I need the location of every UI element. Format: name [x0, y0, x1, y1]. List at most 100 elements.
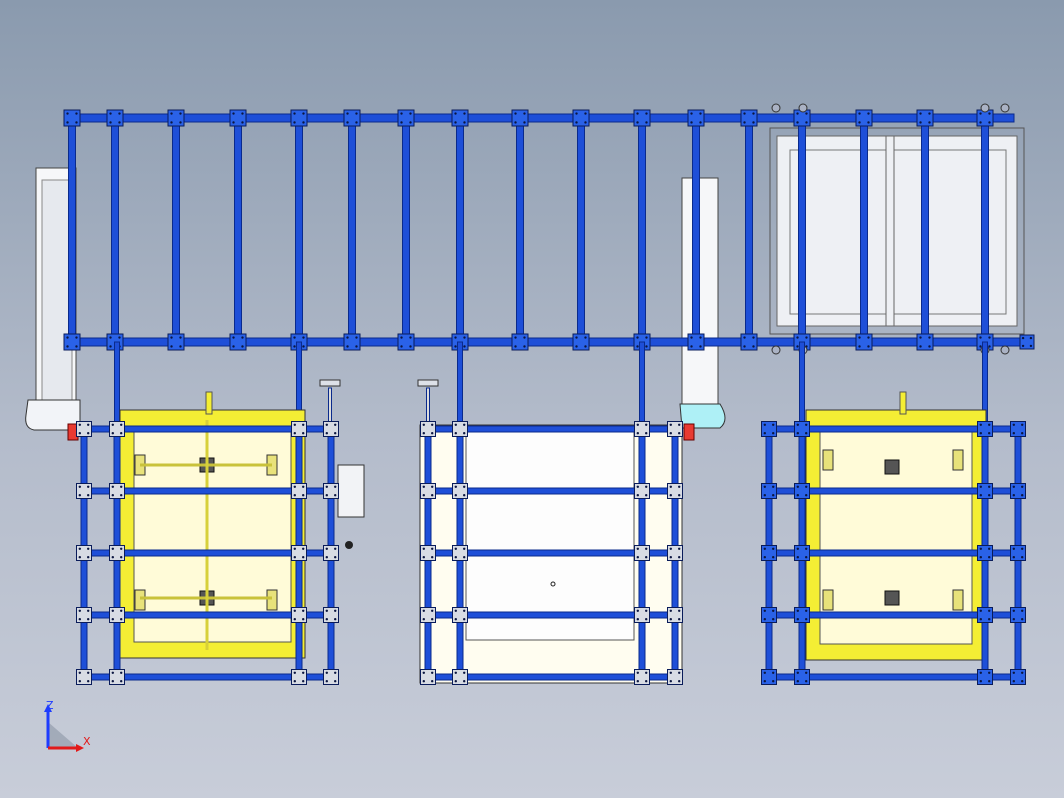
cross-member: [172, 117, 180, 343]
bolt-hole: [170, 336, 173, 339]
cross-member: [692, 117, 700, 343]
top-node: [229, 109, 247, 127]
bolt-hole: [302, 671, 305, 674]
bolt-hole: [928, 336, 931, 339]
bolt-hole: [669, 556, 672, 559]
bolt-hole: [743, 112, 746, 115]
cross-member: [402, 117, 410, 343]
bolt-hole: [232, 112, 235, 115]
module-node: [109, 607, 125, 623]
bolt-hole: [78, 609, 82, 612]
bolt-hole: [772, 494, 775, 497]
motor-box: [337, 464, 365, 518]
bolt-hole: [422, 680, 425, 683]
bolt-hole: [979, 547, 982, 550]
bolt-hole: [979, 485, 982, 488]
bolt-hole: [805, 485, 808, 488]
bolt-hole: [334, 432, 337, 435]
bolt-hole: [678, 432, 681, 435]
roller-wheel: [771, 345, 781, 355]
cross-member: [111, 117, 119, 343]
module-node: [452, 607, 468, 623]
bolt-hole: [1021, 485, 1024, 488]
bolt-hole: [763, 556, 766, 559]
cross-member: [456, 117, 464, 343]
module-node: [291, 421, 307, 437]
bolt-hole: [523, 121, 526, 124]
bolt-hole: [454, 547, 457, 550]
top-node: [633, 109, 651, 127]
bolt-hole: [645, 345, 648, 348]
top-node: [167, 109, 185, 127]
bolt-hole: [988, 345, 991, 348]
bolt-hole: [355, 345, 358, 348]
bolt-hole: [454, 345, 457, 348]
module-node: [452, 483, 468, 499]
bolt-hole: [678, 494, 681, 497]
bolt-hole: [87, 618, 90, 621]
bolt-hole: [241, 336, 244, 339]
bolt-hole: [400, 345, 403, 348]
bolt-hole: [334, 671, 337, 674]
bolt-hole: [302, 547, 305, 550]
bolt-hole: [302, 423, 305, 426]
bolt-hole: [988, 556, 991, 559]
bolt-hole: [334, 485, 337, 488]
bolt-hole: [772, 680, 775, 683]
bolt-hole: [763, 609, 766, 612]
top-rail-lower: [63, 337, 1035, 347]
module-node: [452, 545, 468, 561]
module-node: [761, 483, 777, 499]
bolt-hole: [293, 609, 296, 612]
bolt-hole: [523, 345, 526, 348]
top-node: [63, 333, 81, 351]
bolt-hole: [109, 336, 112, 339]
bolt-hole: [979, 618, 982, 621]
module-node: [323, 545, 339, 561]
bolt-hole: [293, 336, 296, 339]
bolt-hole: [523, 112, 526, 115]
bolt-hole: [241, 112, 244, 115]
bolt-hole: [346, 112, 349, 115]
top-node: [740, 333, 758, 351]
bolt-hole: [645, 112, 648, 115]
bolt-hole: [988, 423, 991, 426]
bolt-hole: [1029, 336, 1033, 340]
module-node: [452, 669, 468, 685]
axis-triad: [44, 704, 84, 752]
knob: [345, 541, 353, 549]
hanger-post: [457, 341, 463, 426]
bolt-hole: [772, 547, 775, 550]
grey-tray: [776, 135, 1018, 327]
bolt-hole: [78, 432, 82, 435]
bolt-hole: [454, 680, 457, 683]
bolt-hole: [179, 345, 182, 348]
bolt-hole: [120, 494, 123, 497]
bolt-hole: [1012, 556, 1015, 559]
bolt-hole: [805, 609, 808, 612]
bolt-hole: [514, 336, 517, 339]
bolt-hole: [805, 618, 808, 621]
top-node: [343, 109, 361, 127]
cross-member: [745, 117, 753, 343]
bolt-hole: [699, 336, 702, 339]
top-node: [511, 109, 529, 127]
bolt-hole: [463, 556, 466, 559]
bolt-hole: [669, 485, 672, 488]
cyan-base-foot: [679, 403, 726, 429]
module-node: [634, 669, 650, 685]
bolt-hole: [120, 423, 123, 426]
z-axis-label: Z: [46, 699, 54, 712]
bolt-hole: [109, 345, 112, 348]
bolt-hole: [763, 423, 766, 426]
bolt-hole: [325, 423, 328, 426]
module-node: [667, 545, 683, 561]
module-node: [761, 669, 777, 685]
bolt-hole: [988, 609, 991, 612]
bolt-hole: [78, 547, 82, 550]
module-node: [76, 545, 92, 561]
bolt-hole: [928, 121, 931, 124]
module-node: [667, 669, 683, 685]
bolt-hole: [87, 547, 90, 550]
